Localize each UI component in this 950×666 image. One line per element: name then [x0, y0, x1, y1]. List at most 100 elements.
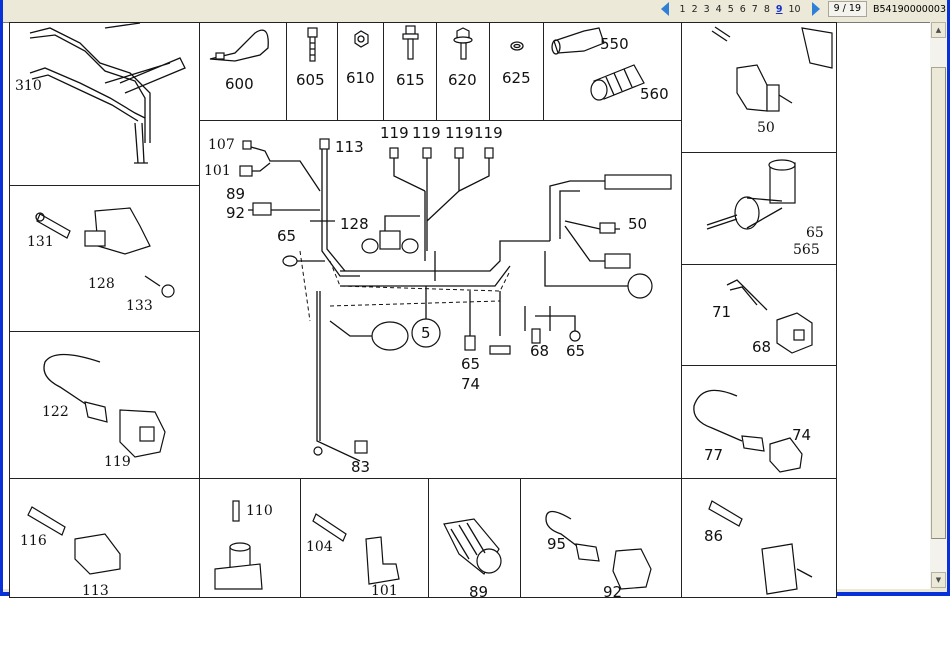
label-65: 65	[806, 225, 824, 241]
scroll-thumb[interactable]	[931, 67, 946, 539]
vertical-scrollbar[interactable]: ▲ ▼	[930, 22, 947, 588]
scroll-down-button[interactable]: ▼	[931, 572, 946, 588]
page-link-4[interactable]: 4	[715, 3, 722, 15]
label-560: 560	[640, 85, 669, 103]
page-link-10[interactable]: 10	[788, 3, 801, 15]
label-110: 110	[246, 503, 273, 519]
cell-sleeve-550-560[interactable]: 550 560	[543, 22, 682, 121]
page-link-5[interactable]: 5	[727, 3, 734, 15]
socket-65-drawing	[706, 159, 796, 230]
page-link-6[interactable]: 6	[739, 3, 746, 15]
sleeve-icon	[551, 27, 645, 101]
screw-icon	[402, 25, 419, 60]
label-92: 92	[226, 204, 246, 222]
label-620: 620	[448, 71, 477, 89]
page-link-7[interactable]: 7	[751, 3, 758, 15]
label-107: 107	[208, 137, 235, 153]
connector-50-drawing	[711, 26, 833, 112]
label-5: 5	[421, 324, 431, 342]
cell-pin-104-101[interactable]: 104 101	[300, 478, 429, 599]
page-link-3[interactable]: 3	[703, 3, 710, 15]
washer-icon	[510, 41, 524, 51]
label-74: 74	[792, 426, 812, 444]
label-101: 101	[371, 583, 398, 599]
page-link-1[interactable]: 1	[679, 3, 686, 15]
bolt-icon	[307, 27, 318, 62]
cell-socket-65-565[interactable]: 65 565	[681, 152, 837, 265]
cell-connector-50[interactable]: 50	[681, 22, 837, 153]
label-128: 128	[88, 276, 115, 292]
cell-main-harness[interactable]: 107 101 89 92 113 119 119 119 119 128 65…	[199, 120, 682, 480]
pin-104-drawing	[312, 513, 400, 585]
lead-95-drawing	[545, 510, 652, 590]
nut-icon	[354, 30, 369, 48]
label-65-left: 65	[277, 227, 297, 245]
label-71: 71	[712, 303, 732, 321]
page-indicator: 9 / 19	[827, 1, 867, 17]
cell-sensor-110[interactable]: 110	[199, 478, 301, 598]
cell-lead-95-92[interactable]: 95 92	[520, 478, 682, 601]
label-119-d: 119	[474, 124, 503, 142]
label-50: 50	[757, 120, 775, 136]
label-116: 116	[20, 533, 47, 549]
label-86: 86	[704, 527, 724, 545]
label-128: 128	[340, 215, 369, 233]
page-link-2[interactable]: 2	[691, 3, 698, 15]
catalog-window: 1 2 3 4 5 6 7 8 9 10 9 / 19 B54190000003…	[0, 0, 950, 601]
label-113: 113	[82, 583, 109, 599]
lead-77-drawing	[693, 389, 803, 473]
sensor-110-drawing	[214, 500, 263, 590]
cell-lead-77-74[interactable]: 77 74	[681, 365, 837, 480]
label-113: 113	[335, 138, 364, 156]
label-83: 83	[351, 458, 371, 476]
label-550: 550	[600, 35, 629, 53]
arrow-left-icon[interactable]	[660, 2, 669, 16]
main-harness-drawing	[239, 138, 672, 462]
label-65-right: 65	[566, 342, 586, 360]
cell-pin-116-113[interactable]: 116 113	[9, 478, 200, 599]
cell-harness-310[interactable]: 310	[9, 22, 200, 186]
cell-pin-86[interactable]: 86	[681, 478, 837, 598]
arrow-right-icon[interactable]	[811, 2, 820, 16]
scroll-up-button[interactable]: ▲	[931, 22, 946, 38]
cell-boot-89[interactable]: 89	[428, 478, 521, 601]
cell-washer-625[interactable]: 625	[489, 22, 544, 121]
label-119-b: 119	[412, 124, 441, 142]
label-74: 74	[461, 375, 481, 393]
cell-tie-600[interactable]: 600	[199, 22, 287, 121]
lead-122-drawing	[43, 353, 166, 458]
pin-116-drawing	[27, 506, 121, 575]
label-133: 133	[126, 298, 153, 314]
label-95: 95	[547, 535, 567, 553]
cable-tie-icon	[209, 29, 269, 62]
boot-89-drawing	[443, 518, 502, 575]
pin-86-drawing	[708, 500, 813, 595]
page-link-8[interactable]: 8	[763, 3, 770, 15]
cell-terminal-71-68[interactable]: 71 68	[681, 264, 837, 366]
cell-screw-615[interactable]: 615	[383, 22, 437, 121]
label-310: 310	[15, 78, 42, 94]
label-565: 565	[793, 242, 820, 258]
label-65-bottom: 65	[461, 355, 481, 373]
label-605: 605	[296, 71, 325, 89]
label-77: 77	[704, 446, 724, 464]
cell-bolt-620[interactable]: 620	[436, 22, 490, 121]
label-119-c: 119	[445, 124, 474, 142]
flange-bolt-icon	[453, 27, 473, 60]
label-600: 600	[225, 75, 254, 93]
page-link-current[interactable]: 9	[775, 3, 783, 15]
terminal-71-drawing	[726, 279, 813, 354]
cell-nut-610[interactable]: 610	[337, 22, 384, 121]
label-122: 122	[42, 404, 69, 420]
connector-128-drawing	[35, 207, 175, 298]
label-615: 615	[396, 71, 425, 89]
cell-lead-122-119[interactable]: 122 119	[9, 331, 200, 479]
label-104: 104	[306, 539, 333, 555]
label-131: 131	[27, 234, 54, 250]
label-610: 610	[346, 69, 375, 87]
label-119: 119	[104, 454, 131, 470]
label-92: 92	[603, 583, 623, 601]
cell-bolt-605[interactable]: 605	[286, 22, 338, 121]
toolbar: 1 2 3 4 5 6 7 8 9 10 9 / 19 B54190000003	[3, 0, 947, 18]
cell-connector-131-128-133[interactable]: 131 128 133	[9, 185, 200, 332]
